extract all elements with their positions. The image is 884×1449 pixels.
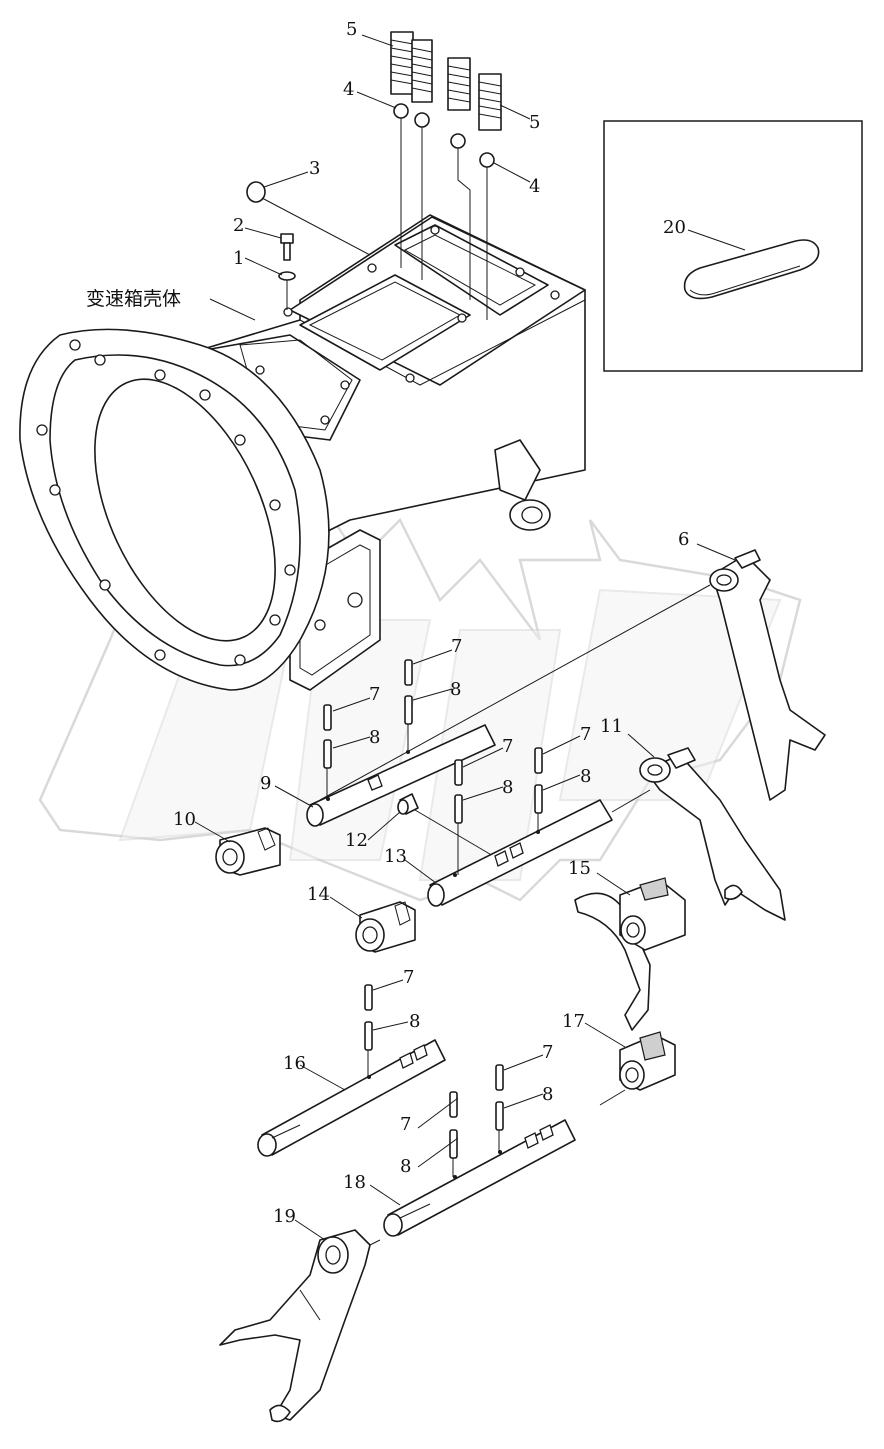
callout-8: 8 bbox=[542, 1084, 553, 1105]
part-12-pin bbox=[397, 793, 501, 861]
callout-7: 7 bbox=[542, 1042, 553, 1063]
callout-16: 16 bbox=[283, 1053, 306, 1074]
part-5-springs bbox=[390, 31, 502, 131]
callout-7: 7 bbox=[403, 967, 414, 988]
callout-4: 4 bbox=[343, 79, 354, 100]
callout-12: 12 bbox=[345, 830, 368, 851]
part-9-rail bbox=[306, 724, 496, 827]
callout-7: 7 bbox=[451, 636, 462, 657]
callout-8: 8 bbox=[502, 777, 513, 798]
callout-4: 4 bbox=[529, 176, 540, 197]
callout-7: 7 bbox=[502, 736, 513, 757]
part-20-key bbox=[683, 239, 820, 300]
bell-bolt-holes bbox=[36, 339, 296, 666]
housing-label: 变速箱壳体 bbox=[86, 288, 181, 310]
part-2-bolt bbox=[280, 233, 294, 261]
part-7-8-pins bbox=[323, 659, 543, 1177]
detent-parts bbox=[246, 31, 502, 320]
callout-6: 6 bbox=[678, 529, 689, 550]
shift-mechanism bbox=[215, 549, 826, 1423]
part-1-washer bbox=[278, 271, 296, 281]
callout-9: 9 bbox=[260, 773, 271, 794]
callout-15: 15 bbox=[568, 858, 591, 879]
callout-19: 19 bbox=[273, 1206, 296, 1227]
callout-5: 5 bbox=[346, 19, 357, 40]
callout-7: 7 bbox=[400, 1114, 411, 1135]
leader-lines bbox=[194, 34, 736, 1241]
part-3-plug bbox=[246, 181, 371, 256]
callout-7: 7 bbox=[369, 684, 380, 705]
callout-14: 14 bbox=[307, 884, 330, 905]
callout-2: 2 bbox=[233, 215, 244, 236]
inset-box bbox=[603, 120, 863, 372]
callout-10: 10 bbox=[173, 809, 196, 830]
part-6-fork bbox=[709, 549, 826, 801]
top-bolt-holes bbox=[255, 225, 560, 425]
callout-18: 18 bbox=[343, 1172, 366, 1193]
callout-11: 11 bbox=[600, 716, 623, 737]
part-18-rail bbox=[383, 1119, 576, 1237]
callout-17: 17 bbox=[562, 1011, 585, 1032]
callout-8: 8 bbox=[369, 727, 380, 748]
callout-labels: 变速箱壳体 5 4 3 2 1 5 4 20 6 7 8 7 8 9 10 12… bbox=[86, 19, 689, 1227]
callout-8: 8 bbox=[580, 766, 591, 787]
part-16-rail bbox=[257, 1039, 446, 1157]
callout-8: 8 bbox=[409, 1011, 420, 1032]
callout-7: 7 bbox=[580, 724, 591, 745]
callout-1: 1 bbox=[233, 248, 244, 269]
callout-8: 8 bbox=[450, 679, 461, 700]
callout-13: 13 bbox=[384, 846, 407, 867]
part-4-balls bbox=[393, 103, 495, 168]
callout-20: 20 bbox=[663, 217, 686, 238]
part-17-block bbox=[619, 1031, 676, 1091]
part-19-fork bbox=[219, 1229, 371, 1423]
callout-5: 5 bbox=[529, 112, 540, 133]
part-15-fork bbox=[574, 877, 686, 1031]
callout-8: 8 bbox=[400, 1156, 411, 1177]
part-13-rail bbox=[427, 799, 613, 907]
part-11-fork bbox=[639, 747, 786, 921]
part-10-block bbox=[215, 827, 281, 876]
gearbox-housing bbox=[19, 214, 586, 691]
part-14-block bbox=[355, 901, 416, 953]
callout-3: 3 bbox=[309, 158, 320, 179]
